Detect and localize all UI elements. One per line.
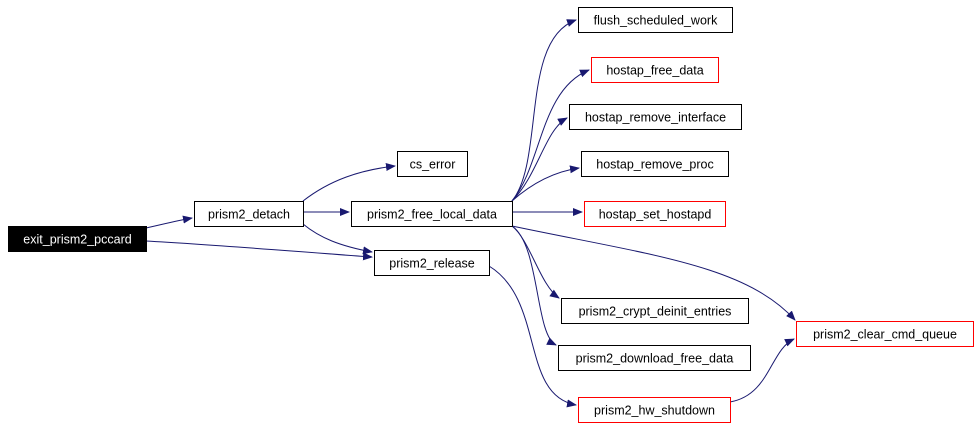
- node-label: hostap_set_hostapd: [599, 208, 712, 222]
- edge-prism2-release-to-prism2-hw-shutdown: [488, 265, 577, 408]
- node-box: [578, 7, 733, 33]
- node-prism2-free-local-data[interactable]: prism2_free_local_data: [351, 201, 513, 227]
- node-box: [578, 397, 731, 423]
- node-label: hostap_remove_interface: [585, 111, 726, 125]
- node-label: prism2_download_free_data: [576, 352, 734, 366]
- node-label: prism2_free_local_data: [367, 208, 497, 222]
- node-hostap-remove-proc[interactable]: hostap_remove_proc: [581, 151, 729, 177]
- node-hostap-free-data[interactable]: hostap_free_data: [591, 57, 719, 83]
- edge-prism2-hw-shutdown-to-prism2-clear-cmd-queue: [729, 338, 795, 403]
- node-prism2-hw-shutdown[interactable]: prism2_hw_shutdown: [578, 397, 731, 423]
- edge-prism2-free-local-data-to-prism2-crypt-deinit-entries: [511, 225, 560, 299]
- node-box: [584, 201, 726, 227]
- node-box: [561, 298, 749, 324]
- edge-exit-prism2-pccard-to-prism2-release: [145, 240, 373, 261]
- node-box: [351, 201, 513, 227]
- node-label: cs_error: [410, 158, 456, 172]
- node-prism2-download-free-data[interactable]: prism2_download_free_data: [558, 345, 751, 371]
- node-label: prism2_crypt_deinit_entries: [579, 305, 732, 319]
- node-box: [8, 226, 147, 252]
- node-label: hostap_free_data: [606, 64, 703, 78]
- edge-prism2-free-local-data-to-prism2-clear-cmd-queue: [511, 225, 796, 321]
- edges-layer: [145, 19, 796, 408]
- node-box: [569, 104, 742, 130]
- node-box: [374, 250, 490, 276]
- node-label: exit_prism2_pccard: [23, 233, 131, 247]
- node-prism2-detach[interactable]: prism2_detach: [194, 201, 304, 227]
- node-prism2-clear-cmd-queue[interactable]: prism2_clear_cmd_queue: [796, 321, 974, 347]
- edge-prism2-free-local-data-to-hostap-free-data: [511, 69, 590, 202]
- edge-prism2-free-local-data-to-flush-scheduled-work: [511, 19, 577, 202]
- node-cs-error[interactable]: cs_error: [397, 151, 468, 177]
- edge-prism2-free-local-data-to-hostap-remove-proc: [511, 165, 580, 202]
- node-label: prism2_clear_cmd_queue: [813, 328, 957, 342]
- node-box: [397, 151, 468, 177]
- node-label: hostap_remove_proc: [596, 158, 713, 172]
- node-box: [558, 345, 751, 371]
- node-exit-prism2-pccard: exit_prism2_pccard: [8, 226, 147, 252]
- node-box: [581, 151, 729, 177]
- node-box: [796, 321, 974, 347]
- edge-prism2-detach-to-cs-error: [302, 163, 396, 202]
- node-label: prism2_release: [389, 257, 475, 271]
- node-hostap-remove-interface[interactable]: hostap_remove_interface: [569, 104, 742, 130]
- node-hostap-set-hostapd[interactable]: hostap_set_hostapd: [584, 201, 726, 227]
- node-box: [194, 201, 304, 227]
- node-prism2-crypt-deinit-entries[interactable]: prism2_crypt_deinit_entries: [561, 298, 749, 324]
- node-box: [591, 57, 719, 83]
- node-label: flush_scheduled_work: [594, 14, 718, 28]
- edge-prism2-detach-to-prism2-release: [302, 223, 373, 255]
- edge-exit-prism2-pccard-to-prism2-detach: [145, 215, 193, 229]
- node-label: prism2_hw_shutdown: [594, 404, 715, 418]
- node-flush-scheduled-work[interactable]: flush_scheduled_work: [578, 7, 733, 33]
- node-prism2-release[interactable]: prism2_release: [374, 250, 490, 276]
- edge-prism2-free-local-data-to-hostap-remove-interface: [511, 117, 568, 202]
- edge-prism2-free-local-data-to-prism2-download-free-data: [511, 225, 557, 346]
- node-label: prism2_detach: [208, 208, 290, 222]
- nodes-layer: exit_prism2_pccard prism2_detach cs_errorp…: [8, 7, 974, 423]
